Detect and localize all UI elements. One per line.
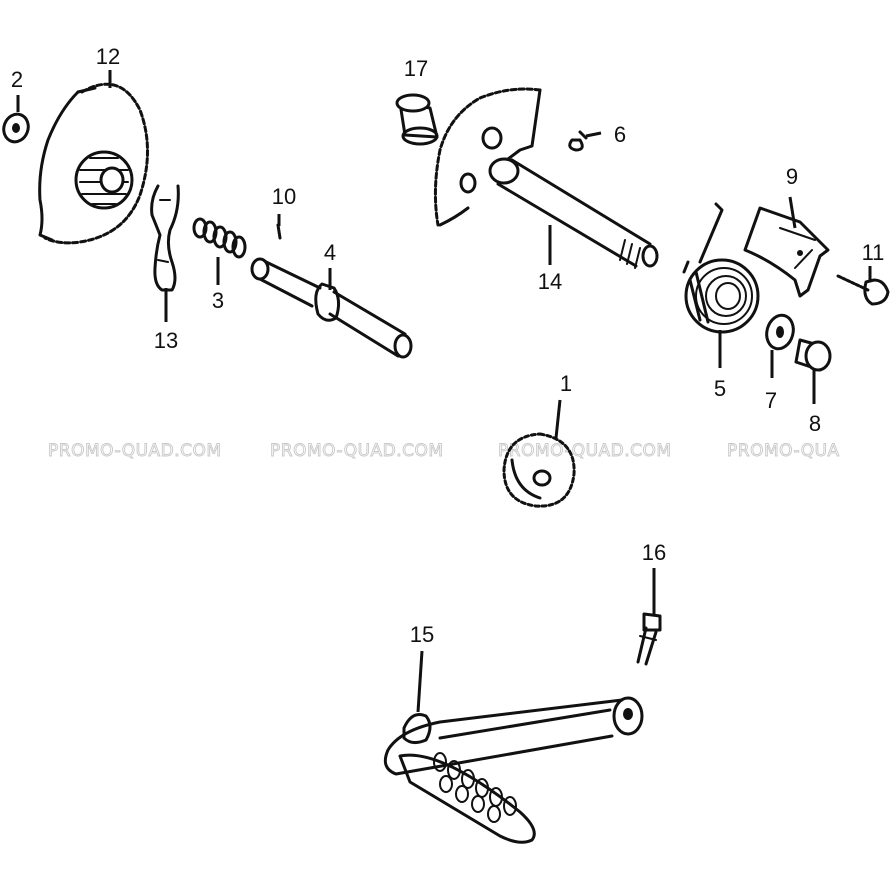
callouts: 2 12 13 3 10 4 17 6 14 9 11 5 7 8 1 16 1… bbox=[11, 44, 885, 647]
callout-14: 14 bbox=[538, 269, 562, 294]
part-13-clip bbox=[150, 184, 180, 292]
callout-2: 2 bbox=[11, 67, 23, 92]
part-4-shaft bbox=[250, 257, 413, 359]
part-15-kick-lever bbox=[383, 696, 644, 844]
callout-10: 10 bbox=[272, 184, 296, 209]
callout-11: 11 bbox=[862, 240, 885, 265]
part-5-torsion-spring bbox=[682, 202, 760, 334]
part-11-bolt bbox=[836, 274, 890, 306]
part-12-gear-plate bbox=[38, 82, 149, 245]
leader-15 bbox=[416, 650, 424, 713]
callout-13: 13 bbox=[154, 328, 178, 353]
watermarks: PROMO-QUAD.COM PROMO-QUAD.COM PROMO-QUAD… bbox=[48, 441, 840, 462]
watermark-2: PROMO-QUAD.COM bbox=[270, 441, 444, 461]
callout-3: 3 bbox=[212, 288, 224, 313]
callout-5: 5 bbox=[714, 376, 726, 401]
part-9-bracket bbox=[743, 206, 830, 298]
part-16-bolt bbox=[636, 612, 662, 666]
leader-9 bbox=[788, 196, 797, 229]
part-3-spring bbox=[192, 217, 247, 259]
part-8-bushing bbox=[794, 338, 832, 372]
part-1-small-gear bbox=[502, 432, 576, 508]
watermark-4: PROMO-QUA bbox=[727, 441, 840, 461]
callout-17: 17 bbox=[404, 56, 428, 81]
callout-6: 6 bbox=[614, 122, 626, 147]
watermark-1: PROMO-QUAD.COM bbox=[48, 441, 222, 461]
callout-4: 4 bbox=[324, 240, 336, 265]
callout-16: 16 bbox=[642, 540, 666, 565]
part-10-pin bbox=[276, 223, 282, 240]
watermark-3: PROMO-QUAD.COM bbox=[498, 441, 672, 461]
callout-8: 8 bbox=[809, 411, 821, 436]
part-2-washer bbox=[2, 112, 30, 144]
callout-1: 1 bbox=[560, 371, 572, 396]
part-7-washer bbox=[765, 313, 795, 351]
callout-15: 15 bbox=[410, 622, 434, 647]
callout-9: 9 bbox=[786, 164, 798, 189]
callout-12: 12 bbox=[96, 44, 120, 69]
part-17-bushing bbox=[395, 93, 439, 146]
leader-1 bbox=[554, 399, 562, 439]
leader-6 bbox=[585, 131, 602, 138]
callout-7: 7 bbox=[765, 388, 777, 413]
part-14-gear-shaft bbox=[433, 87, 659, 269]
part-6-clip bbox=[568, 130, 588, 152]
leader-lines bbox=[16, 70, 872, 713]
